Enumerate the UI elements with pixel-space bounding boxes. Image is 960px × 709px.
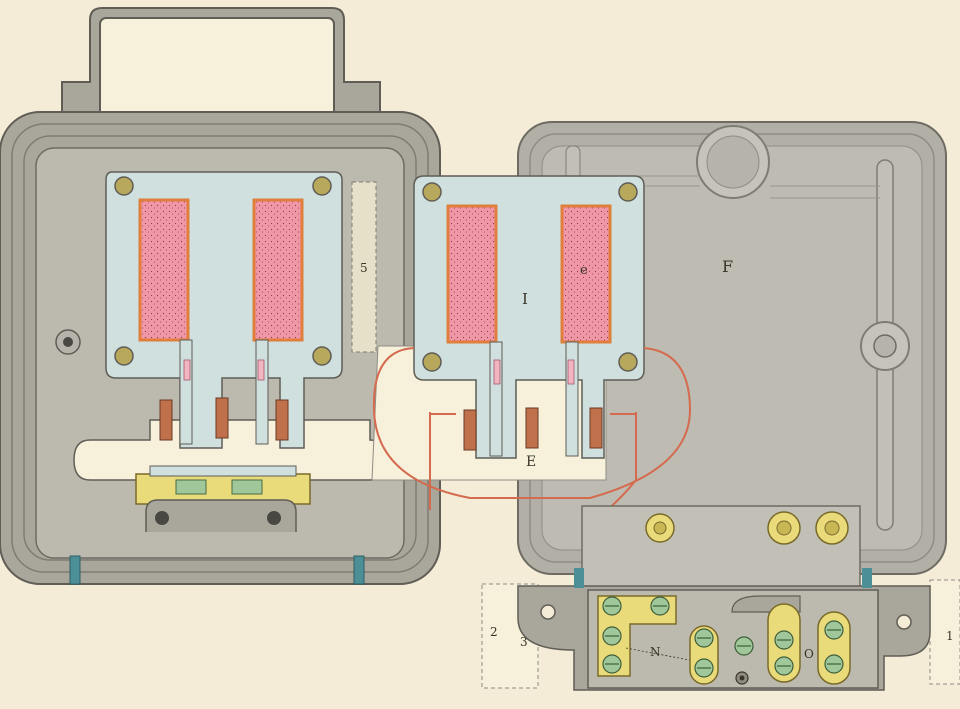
label-n: N [650, 645, 661, 659]
label-2: 2 [490, 625, 498, 639]
label-3: 3 [520, 635, 528, 649]
label-1: 1 [946, 629, 954, 643]
terminal-block: 2 3 1 N O [481, 505, 960, 691]
brass-terminals-top [645, 511, 849, 545]
left-coil-1 [138, 198, 190, 342]
left-magnet-assembly [105, 171, 343, 449]
label-o: O [804, 647, 814, 661]
base-bar [73, 419, 386, 532]
center-coil-2 [560, 204, 612, 344]
label-e-lower: e [580, 263, 588, 278]
label-5: 5 [360, 261, 368, 275]
label-i: I [522, 290, 528, 308]
center-panel: I E e [371, 175, 645, 481]
center-coil-1 [446, 204, 498, 344]
label-f: F [722, 257, 733, 276]
left-coil-2 [252, 198, 304, 342]
label-e-upper: E [526, 454, 536, 470]
